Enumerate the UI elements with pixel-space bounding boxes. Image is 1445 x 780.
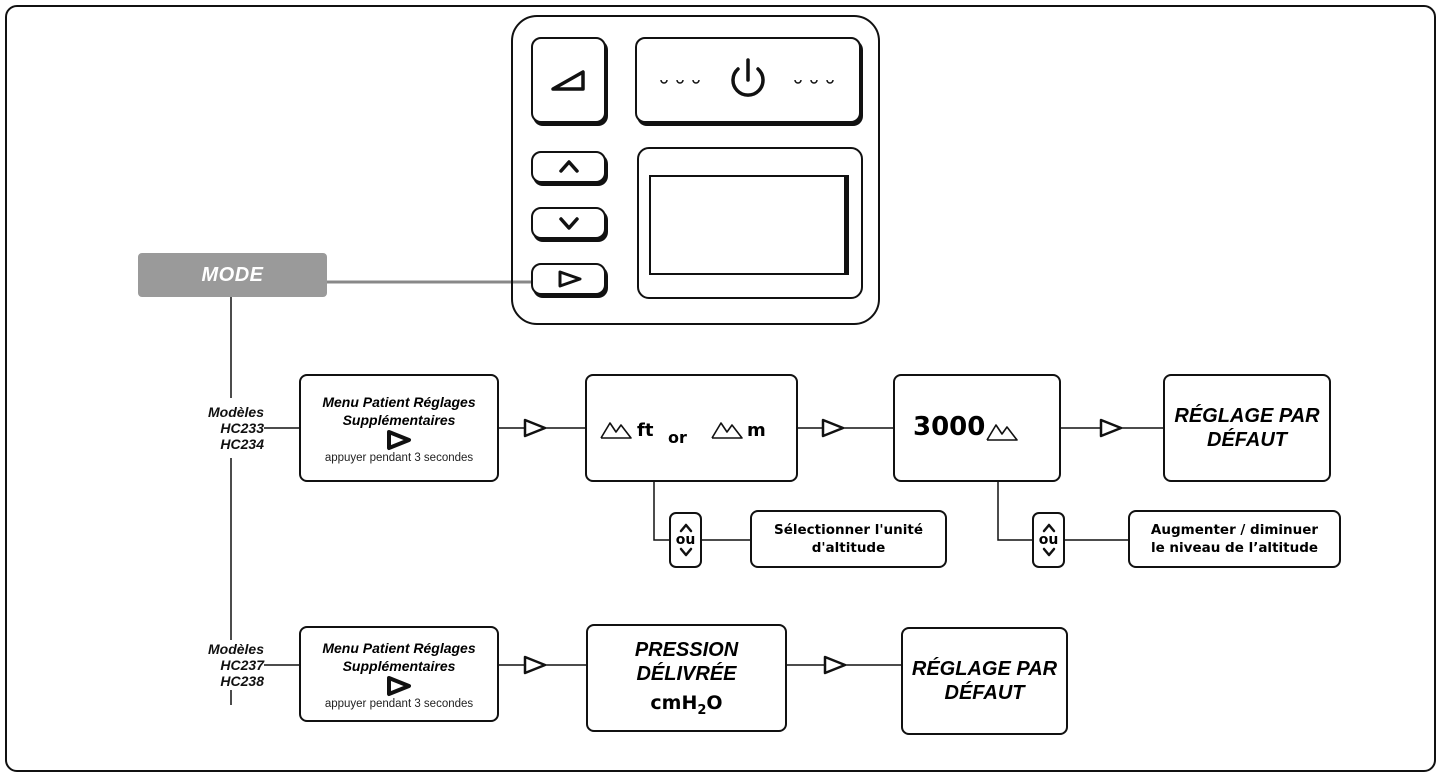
right-triangle-icon: [523, 418, 547, 438]
mountain-icon: [986, 424, 1018, 441]
right-triangle-icon: [387, 675, 411, 696]
power-indicator: [660, 58, 834, 97]
power-button[interactable]: [635, 37, 861, 123]
down-arrow-icon: [1042, 547, 1055, 557]
mode-button[interactable]: [531, 263, 606, 295]
unit-description-box: Sélectionner l'unité d'altitude: [750, 510, 947, 568]
ramp-icon: [551, 70, 585, 91]
up-arrow-icon: [1042, 523, 1055, 533]
default-setting-box-b: RÉGLAGE PAR DÉFAUT: [901, 627, 1068, 735]
models-label-b: Modèles HC237 HC238: [207, 641, 264, 689]
up-button[interactable]: [531, 151, 606, 183]
altitude-unit-box: ft or m: [585, 374, 798, 482]
display-screen: [637, 147, 863, 299]
right-triangle-icon: [558, 270, 582, 288]
power-icon: [731, 58, 765, 97]
down-arrow-icon: [679, 547, 692, 557]
pressure-box: PRESSION DÉLIVRÉE cmH2O: [586, 624, 787, 732]
up-arrow-icon: [559, 160, 579, 173]
right-triangle-icon: [387, 429, 411, 450]
default-setting-box-a: RÉGLAGE PAR DÉFAUT: [1163, 374, 1331, 482]
diagram-frame: [5, 5, 1436, 772]
up-down-key-a: ou: [669, 512, 702, 568]
right-triangle-icon: [1099, 418, 1123, 438]
down-arrow-icon: [559, 217, 579, 230]
up-down-key-b: ou: [1032, 512, 1065, 568]
mode-label: MODE: [138, 253, 327, 297]
pressure-unit: cmH2O: [650, 692, 723, 718]
right-triangle-icon: [523, 655, 547, 675]
ramp-button[interactable]: [531, 37, 606, 123]
right-triangle-icon: [823, 655, 847, 675]
altitude-description-box: Augmenter / diminuer le niveau de l’alti…: [1128, 510, 1341, 568]
mountain-icon: [600, 422, 632, 439]
mountain-icon: [711, 422, 743, 439]
patient-menu-box-b: Menu Patient Réglages Supplémentaires ap…: [299, 626, 499, 722]
models-label-a: Modèles HC233 HC234: [207, 404, 264, 452]
altitude-value-box: 3000: [893, 374, 1061, 482]
up-arrow-icon: [679, 523, 692, 533]
patient-menu-box-a: Menu Patient Réglages Supplémentaires ap…: [299, 374, 499, 482]
device-panel: [511, 15, 880, 325]
right-triangle-icon: [821, 418, 845, 438]
down-button[interactable]: [531, 207, 606, 239]
